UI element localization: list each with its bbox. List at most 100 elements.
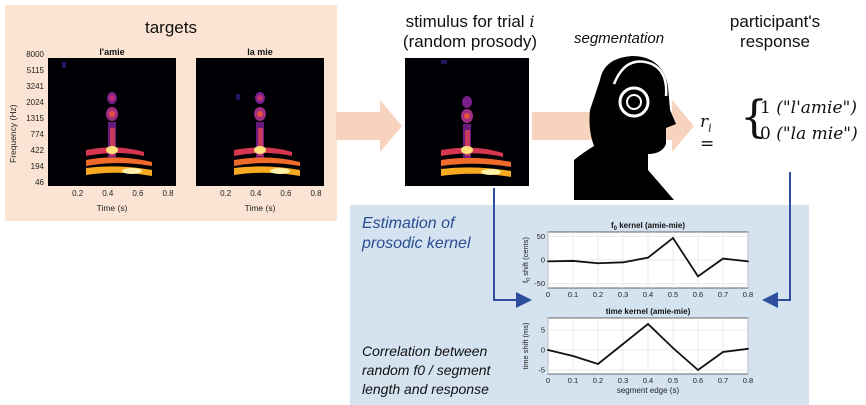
kernel-point [672,347,674,349]
correlation-line1: Correlation between [362,343,488,359]
targets-title: targets [145,18,197,37]
arrow-stimulus-to-kernel [493,188,532,308]
kernel-point [697,275,699,278]
y-tick-label: 0 [541,256,545,265]
time-tick: 0.4 [250,189,262,198]
time-tick: 0.6 [280,189,292,198]
spectrogram-la-mie [196,58,324,186]
correlation-caption: Correlation between random f0 / segment … [362,342,490,399]
y-tick-label: 0 [541,346,545,355]
spectrogram-title-lamie2: la mie [247,47,273,57]
stimulus-title: stimulus for trial i (random prosody) [380,12,560,52]
x-tick-label: 0.6 [693,376,703,385]
kernel-point [572,355,574,357]
x-tick-label: 0 [546,376,550,385]
time-tick: 0.4 [102,189,114,198]
time-tick: 0.2 [72,189,84,198]
spectrogram-title-lamie: l'amie [99,47,125,57]
x-tick-label: 0.3 [618,376,628,385]
segmentation-label: segmentation [574,30,665,47]
response-case-la-mie: 0 ("la mie") [760,124,858,144]
stimulus-spectrogram-image [405,58,529,186]
time-tick: 0.8 [310,189,322,198]
kernel-point [547,260,549,263]
response-case-lamie: 1 ("l'amie") [760,98,858,118]
time-axis-label-lamie: Time (s) [96,203,128,213]
response-variable: ri = [700,112,715,155]
estimation-heading: Estimation of prosodic kernel [362,214,471,254]
stimulus-title-line1: stimulus for trial [405,12,530,31]
x-tick-label: 0.2 [593,290,603,299]
x-tick-label: 0.7 [718,290,728,299]
kernel-point [647,256,649,259]
x-tick-label: 0.8 [743,376,753,385]
frequency-tick: 8000 [26,50,44,59]
time-tick: 0.6 [132,189,144,198]
x-tick-label: 0.4 [643,290,653,299]
frequency-tick: 46 [35,178,44,187]
y-tick-label: 5 [541,326,545,335]
frequency-tick: 5115 [26,66,44,75]
chart-ylabel-0: f0 shift (cents) [521,236,532,283]
kernel-point [547,349,549,351]
spectrogram-lamie-image [48,58,176,186]
x-tick-label: 0.5 [668,376,678,385]
kernel-point [747,347,749,350]
chart-title-0: f0 kernel (amie-mie) [611,221,685,232]
y-tick-label: -5 [538,366,545,375]
correlation-line3: length and response [362,381,489,397]
frequency-tick: 1315 [26,114,44,123]
kernel-point [722,257,724,260]
x-tick-label: 0.7 [718,376,728,385]
time-tick: 0.8 [162,189,174,198]
x-tick-label: 0.8 [743,290,753,299]
frequency-tick: 422 [30,146,44,155]
frequency-tick: 774 [30,130,44,139]
time-tick: 0.2 [220,189,232,198]
kernel-point [622,343,624,345]
x-tick-label: 0.4 [643,376,653,385]
y-tick-label: -50 [534,279,545,288]
participant-title-line1: participant's [729,12,821,31]
x-tick-label: 0.1 [568,376,578,385]
chart-title-1: time kernel (amie-mie) [606,307,691,316]
kernel-point [747,260,749,263]
kernel-point [622,261,624,264]
kernel-point [722,351,724,353]
arrow-response-to-kernel [762,172,791,308]
kernel-point [572,260,574,262]
time-ticks-la-mie: 0.2 0.4 0.6 0.8 [196,189,324,199]
x-tick-label: 0.3 [618,290,628,299]
stimulus-spectrogram [405,58,529,186]
spectrogram-la-mie-image [196,58,324,186]
chart-xlabel-1: segment edge (s) [617,386,680,395]
trial-index-symbol: i [529,12,535,31]
time-axis-label-la-mie: Time (s) [244,203,276,213]
listener-headphones-icon [574,56,676,200]
kernel-point [672,237,674,239]
x-tick-label: 0.6 [693,290,703,299]
frequency-tick: 2024 [26,98,44,107]
time-ticks-lamie: 0.2 0.4 0.6 0.8 [48,189,176,199]
x-tick-label: 0.5 [668,290,678,299]
y-tick-label: 50 [537,232,545,241]
cases-brace: { [740,92,768,143]
estimation-heading-line1: Estimation of [362,215,455,232]
kernel-point [597,363,599,365]
x-tick-label: 0.1 [568,290,578,299]
spectrogram-lamie [48,58,176,186]
participant-response-title: participant's response [700,12,850,52]
kernel-point [597,262,599,265]
x-tick-label: 0 [546,290,550,299]
stimulus-title-line2: (random prosody) [402,32,538,51]
kernel-point [697,369,699,371]
estimation-heading-line2: prosodic kernel [362,235,471,252]
chart-ylabel-1: time shift (ms) [521,322,530,370]
kernel-point [647,323,649,325]
correlation-line2: random f0 / segment [362,362,491,378]
frequency-tick: 3241 [26,82,44,91]
participant-title-line2: response [740,32,810,51]
x-tick-label: 0.2 [593,376,603,385]
